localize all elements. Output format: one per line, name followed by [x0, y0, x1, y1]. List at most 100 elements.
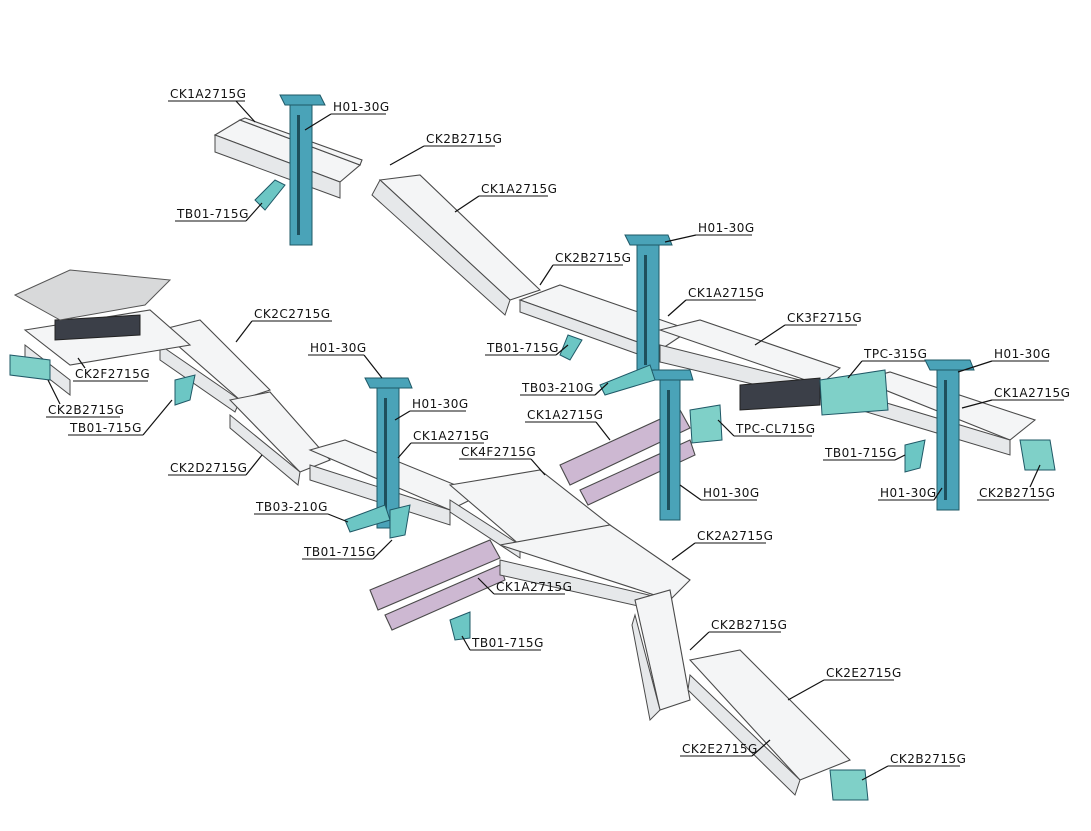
callout-l4: CK1A2715G [454, 182, 557, 213]
callout-l21: CK1A2715G [525, 408, 611, 441]
svg-text:H01-30G: H01-30G [333, 100, 390, 114]
callout-l15: CK2C2715G [235, 307, 332, 343]
tray-tee-junction [658, 319, 842, 411]
tray-cover-plate [13, 269, 172, 321]
joint-ck2b-1 [9, 354, 51, 381]
svg-text:TB01-715G: TB01-715G [824, 446, 897, 460]
callout-l9: CK3F2715G [754, 311, 862, 346]
callout-l24: CK4F2715G [459, 445, 546, 476]
callout-l27: H01-30G [679, 484, 760, 501]
bracket-tb03-2 [344, 504, 391, 533]
svg-text:TB03-210G: TB03-210G [521, 381, 594, 395]
callout-l30: TB03-210G [254, 500, 349, 523]
tray-lower-vertical [631, 589, 691, 722]
svg-text:TPC-315G: TPC-315G [863, 347, 927, 361]
svg-text:CK2B2715G: CK2B2715G [979, 486, 1055, 500]
svg-text:TB01-715G: TB01-715G [471, 636, 544, 650]
svg-text:TB01-715G: TB01-715G [176, 207, 249, 221]
tray-upper-left-straight [213, 117, 363, 199]
bracket-tb01-1 [254, 179, 286, 211]
callout-l2: H01-30G [304, 100, 390, 131]
joint-ck2b-2 [1019, 439, 1056, 471]
svg-text:TB01-715G: TB01-715G [303, 545, 376, 559]
svg-text:CK1A2715G: CK1A2715G [170, 87, 246, 101]
callout-l38: CK2B2715G [861, 752, 966, 781]
callout-l19: TB01-715G [68, 399, 173, 436]
callout-l37: CK2E2715G [680, 739, 771, 757]
callout-l23: CK1A2715G [397, 429, 489, 459]
callout-l29: CK2B2715G [977, 464, 1055, 501]
callout-l28: H01-30G [878, 486, 943, 501]
svg-text:TB01-715G: TB01-715G [69, 421, 142, 435]
callout-l32: CK2A2715G [671, 529, 773, 561]
callout-l13: H01-30G [957, 347, 1051, 373]
joint-tpc-cl715 [689, 404, 723, 444]
callout-l8: CK1A2715G [667, 286, 764, 317]
svg-text:H01-30G: H01-30G [698, 221, 755, 235]
svg-text:CK1A2715G: CK1A2715G [527, 408, 603, 422]
callout-l1: CK1A2715G [168, 87, 256, 123]
svg-text:CK1A2715G: CK1A2715G [481, 182, 557, 196]
bracket-tb01-6 [449, 611, 471, 641]
tray-left-down-bend [228, 391, 331, 486]
tray-lower-s-bend [687, 649, 851, 796]
callout-l26: CK2D2715G [168, 454, 263, 476]
bracket-tb01-4 [904, 439, 926, 473]
svg-text:H01-30G: H01-30G [880, 486, 937, 500]
svg-text:H01-30G: H01-30G [703, 486, 760, 500]
callout-l35: CK2B2715G [689, 618, 787, 651]
callout-l36: CK2E2715G [787, 666, 902, 701]
hanger-h01-4 [649, 369, 694, 521]
callout-l3: CK2B2715G [389, 132, 502, 166]
callout-l10: TB01-715G [485, 341, 569, 356]
svg-text:CK2F2715G: CK2F2715G [75, 367, 150, 381]
hanger-h01-5 [924, 359, 975, 511]
bracket-tb01-2 [559, 334, 583, 361]
svg-text:H01-30G: H01-30G [310, 341, 367, 355]
svg-text:CK4F2715G: CK4F2715G [461, 445, 536, 459]
callout-l31: TB01-715G [302, 539, 393, 560]
callout-l18: CK2B2715G [46, 379, 124, 418]
svg-text:CK2B2715G: CK2B2715G [890, 752, 966, 766]
hanger-h01-1 [279, 94, 326, 246]
svg-text:CK3F2715G: CK3F2715G [787, 311, 862, 325]
callout-l5: TB01-715G [175, 202, 263, 222]
svg-text:CK2D2715G: CK2D2715G [170, 461, 247, 475]
joint-ck2b-3 [829, 769, 869, 801]
callout-l17: CK2F2715G [73, 357, 150, 382]
svg-text:TB03-210G: TB03-210G [255, 500, 328, 514]
bracket-tb03-1 [599, 364, 656, 396]
svg-text:CK2B2715G: CK2B2715G [711, 618, 787, 632]
svg-text:TPC-CL715G: TPC-CL715G [735, 422, 816, 436]
svg-text:CK2A2715G: CK2A2715G [697, 529, 773, 543]
tray-purple-lower [369, 539, 506, 631]
callout-l34: TB01-715G [461, 635, 544, 651]
svg-text:CK2E2715G: CK2E2715G [682, 742, 758, 756]
tray-upper-diagonal [371, 174, 542, 316]
svg-text:CK2C2715G: CK2C2715G [254, 307, 331, 321]
bracket-tb01-5 [389, 504, 411, 539]
svg-text:CK1A2715G: CK1A2715G [688, 286, 764, 300]
callout-l33: CK1A2715G [477, 577, 572, 595]
callout-l12: TPC-315G [847, 347, 927, 379]
callout-l6: H01-30G [664, 221, 755, 243]
callout-l20: H01-30G [394, 397, 469, 421]
svg-text:TB01-715G: TB01-715G [486, 341, 559, 355]
callout-l22: TPC-CL715G [717, 419, 816, 437]
bracket-tb01-3 [174, 374, 196, 406]
callout-l14: CK1A2715G [961, 386, 1070, 409]
tray-left-bend [158, 319, 272, 413]
callout-l16: H01-30G [308, 341, 383, 379]
callout-l7: CK2B2715G [539, 251, 631, 286]
callout-l25: TB01-715G [823, 446, 906, 461]
svg-text:CK2E2715G: CK2E2715G [826, 666, 902, 680]
svg-text:H01-30G: H01-30G [994, 347, 1051, 361]
svg-text:CK2B2715G: CK2B2715G [426, 132, 502, 146]
svg-text:CK2B2715G: CK2B2715G [555, 251, 631, 265]
hanger-h01-3 [364, 377, 413, 529]
svg-text:H01-30G: H01-30G [412, 397, 469, 411]
svg-text:CK1A2715G: CK1A2715G [496, 580, 572, 594]
svg-text:CK2B2715G: CK2B2715G [48, 403, 124, 417]
